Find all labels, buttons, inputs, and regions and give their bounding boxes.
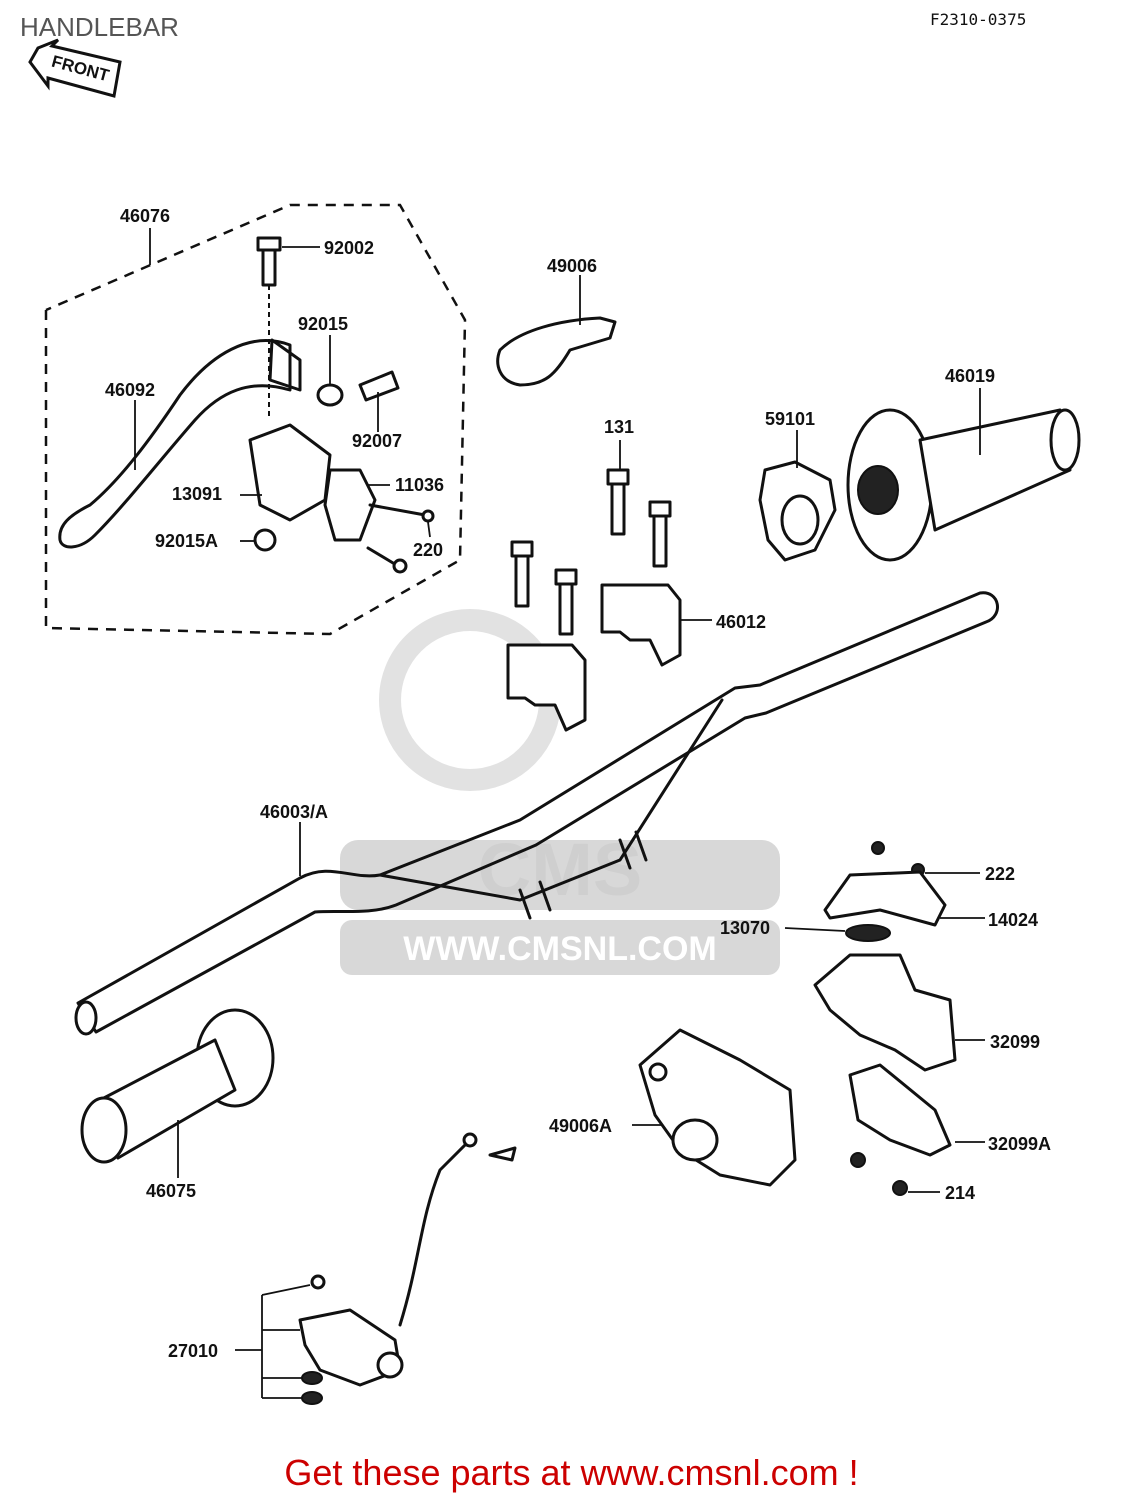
- label-214: 214: [945, 1183, 975, 1203]
- front-arrow-icon: [28, 38, 122, 98]
- grip-46019-core: [857, 465, 899, 515]
- diagram-title: HANDLEBAR: [20, 12, 179, 42]
- screw-222-a: [871, 841, 885, 855]
- label-46012: 46012: [716, 612, 766, 632]
- screw-214-a: [850, 1152, 866, 1168]
- bolt-220-b: [366, 546, 400, 568]
- cap-92015A: [253, 528, 277, 552]
- bolt-92002-shank: [261, 248, 277, 287]
- switch-nut-a: [301, 1371, 323, 1385]
- grip-46019-body: [918, 408, 1072, 532]
- leader-lines: [134, 228, 985, 1399]
- watermark-brand: CMS: [478, 828, 642, 911]
- watermark-url-banner: [340, 920, 780, 975]
- screw-92007: [358, 370, 400, 402]
- housing-32099: [813, 953, 957, 1072]
- watermark-url: WWW.CMSNL.COM: [403, 930, 717, 968]
- label-11036: 11036: [395, 475, 444, 495]
- footer-link[interactable]: Get these parts at www.cmsnl.com !: [284, 1452, 859, 1493]
- lever-shape: [58, 339, 292, 549]
- handlebar-holder-upper: [600, 583, 682, 667]
- label-92015: 92015: [298, 314, 348, 334]
- label-59101: 59101: [765, 409, 815, 429]
- lever-pivot: [268, 338, 302, 392]
- label-32099: 32099: [990, 1032, 1040, 1052]
- label-46076: 46076: [120, 206, 170, 226]
- label-49006A: 49006A: [549, 1116, 612, 1136]
- handlebar-46003A: [76, 591, 999, 1034]
- gasket-13070: [845, 924, 891, 942]
- label-131: 131: [604, 417, 634, 437]
- label-92002: 92002: [324, 238, 374, 258]
- switch-housing-hole: [648, 1062, 668, 1082]
- label-92015A: 92015A: [155, 531, 218, 551]
- bolts-131: [510, 468, 672, 636]
- handlebar-end: [74, 1000, 98, 1036]
- switch-housing-bore: [671, 1118, 719, 1162]
- lever-holder-13091: [248, 423, 332, 522]
- label-46092: 46092: [105, 380, 155, 400]
- label-13070: 13070: [720, 918, 770, 938]
- handlebar-knurl-a: [518, 888, 532, 920]
- bolt-220-a-head: [421, 509, 435, 523]
- wire-terminal-b: [488, 1146, 517, 1162]
- switch-screw: [310, 1274, 326, 1290]
- grip-46075-end: [80, 1096, 128, 1164]
- label-14024: 14024: [988, 910, 1038, 930]
- label-46019: 46019: [945, 366, 995, 386]
- label-220: 220: [413, 540, 443, 560]
- handlebar-holder-lower: [506, 643, 587, 732]
- label-32099A: 32099A: [988, 1134, 1051, 1154]
- front-arrow: FRONT: [28, 38, 122, 98]
- kill-switch-button: [376, 1351, 404, 1379]
- switch-nut-b: [301, 1391, 323, 1405]
- part-labels: 46076 92002 92015 46092 92007 13091 1103…: [105, 206, 1051, 1361]
- handlebar-knurl-c: [618, 838, 632, 870]
- throttle-pulley-hub: [780, 494, 820, 546]
- label-13091: 13091: [172, 484, 222, 504]
- label-92007: 92007: [352, 431, 402, 451]
- footer: Get these parts at www.cmsnl.com !: [0, 1452, 1143, 1494]
- cover-49006: [496, 316, 617, 387]
- handlebar-knurl-d: [634, 830, 648, 862]
- housing-32099A: [848, 1063, 952, 1157]
- label-46003A: 46003/A: [260, 802, 328, 822]
- grip-46019-end: [1049, 408, 1081, 472]
- bolt-220-b-head: [392, 558, 408, 574]
- label-222: 222: [985, 864, 1015, 884]
- label-46075: 46075: [146, 1181, 196, 1201]
- bolt-220-a: [368, 503, 427, 517]
- cover-14024: [823, 870, 947, 927]
- lever-assembly-boundary: [44, 203, 467, 636]
- handlebar-crossbar: [378, 698, 724, 902]
- screw-214-b: [892, 1180, 908, 1196]
- bolt-92002-head: [256, 236, 282, 252]
- label-49006: 49006: [547, 256, 597, 276]
- switch-wire: [398, 1138, 472, 1327]
- kill-switch-27010: [298, 1308, 402, 1387]
- label-27010: 27010: [168, 1341, 218, 1361]
- clamp-11036: [323, 468, 377, 542]
- washer-92015: [316, 383, 344, 407]
- switch-housing-49006A: [638, 1028, 797, 1187]
- diagram-code: F2310-0375: [930, 10, 1027, 29]
- handlebar-knurl-b: [538, 880, 552, 912]
- watermark-banner: [340, 840, 780, 910]
- wire-terminal-a: [462, 1132, 478, 1148]
